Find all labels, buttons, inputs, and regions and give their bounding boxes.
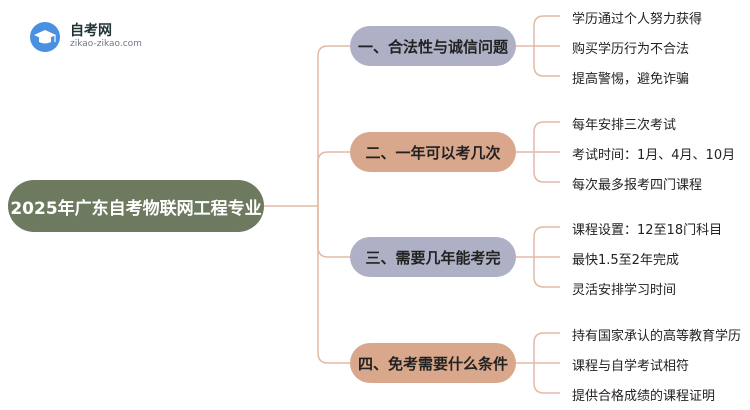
graduation-cap-icon [30,22,60,52]
leaf-1-3: 提高警惕，避免诈骗 [572,72,690,87]
branch-node-3: 三、需要几年能考完 [350,237,516,277]
leaf-1-1: 学历通过个人努力获得 [572,12,703,27]
leaf-3-2: 最快1.5至2年完成 [572,253,679,268]
leaf-connectors-1 [516,15,560,77]
root-node: 2025年广东自考物联网工程专业 [8,180,264,232]
branch-connector-4 [317,206,350,364]
branch-node-4: 四、免考需要什么条件 [350,343,516,383]
branch-node-2: 二、一年可以考几次 [350,132,516,172]
leaf-1-2: 购买学历行为不合法 [572,42,690,57]
leaf-3-3: 灵活安排学习时间 [572,283,677,298]
leaf-2-1: 每年安排三次考试 [572,118,677,133]
leaf-3-1: 课程设置：12至18门科目 [572,223,723,238]
leaf-4-3: 提供合格成绩的课程证明 [572,389,716,404]
branch-connector-3 [317,206,350,258]
logo-url: zikao-zikao.com [70,39,142,49]
branch-connector-1 [317,45,350,206]
branch-node-1: 一、合法性与诚信问题 [350,26,516,66]
site-logo[interactable]: 自考网 zikao-zikao.com [30,18,160,54]
leaf-4-1: 持有国家承认的高等教育学历 [572,329,742,344]
branch-connector-2 [317,151,350,206]
leaf-connectors-2 [516,121,560,183]
leaf-connectors-4 [516,332,560,394]
leaf-connectors-3 [516,226,560,288]
leaf-2-2: 考试时间：1月、4月、10月 [572,148,736,163]
logo-title: 自考网 [70,23,112,39]
leaf-4-2: 课程与自学考试相符 [572,359,690,374]
leaf-2-3: 每次最多报考四门课程 [572,178,703,193]
